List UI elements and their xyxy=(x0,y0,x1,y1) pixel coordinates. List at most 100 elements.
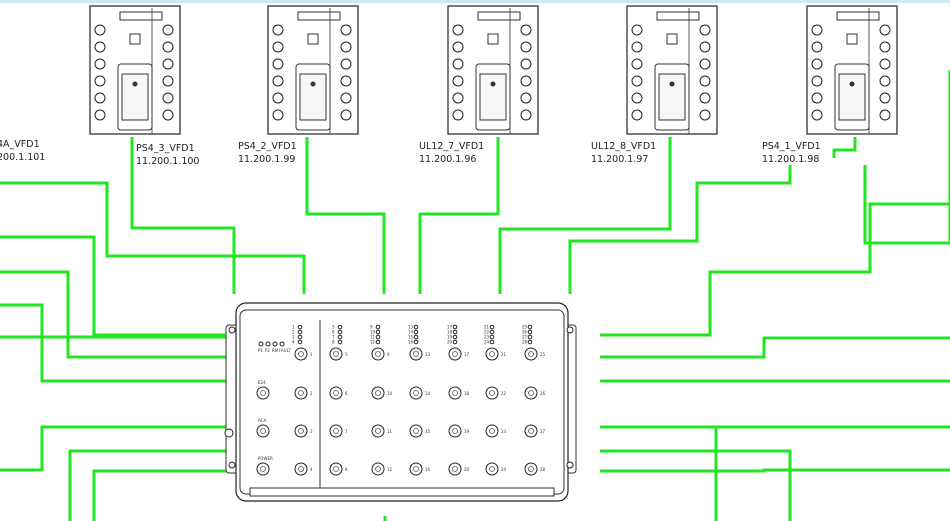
switch-port[interactable] xyxy=(485,424,499,438)
device-label-0[interactable]: 4A_VFD1 200.1.101 xyxy=(0,138,45,164)
vfd-port[interactable] xyxy=(452,75,464,87)
vfd-port[interactable] xyxy=(879,109,891,121)
vfd-port[interactable] xyxy=(811,75,823,87)
switch-side-port[interactable] xyxy=(256,386,270,400)
vfd-port[interactable] xyxy=(631,92,643,104)
vfd-port[interactable] xyxy=(452,109,464,121)
vfd-port[interactable] xyxy=(631,58,643,70)
vfd-port[interactable] xyxy=(340,58,352,70)
vfd-port[interactable] xyxy=(340,41,352,53)
switch-port[interactable] xyxy=(409,462,423,476)
vfd-port[interactable] xyxy=(520,75,532,87)
vfd-port[interactable] xyxy=(452,58,464,70)
switch-port[interactable] xyxy=(524,347,538,361)
vfd-port[interactable] xyxy=(879,24,891,36)
vfd-port[interactable] xyxy=(272,41,284,53)
device-label-ps4-1[interactable]: PS4_1_VFD1 11.200.1.98 xyxy=(762,140,821,166)
switch-port[interactable] xyxy=(448,347,462,361)
vfd-port[interactable] xyxy=(162,75,174,87)
vfd-port[interactable] xyxy=(520,24,532,36)
switch-port[interactable] xyxy=(485,462,499,476)
vfd-port[interactable] xyxy=(631,109,643,121)
vfd-port[interactable] xyxy=(94,24,106,36)
vfd-port[interactable] xyxy=(879,58,891,70)
vfd-port[interactable] xyxy=(162,92,174,104)
switch-port[interactable] xyxy=(371,462,385,476)
vfd-port[interactable] xyxy=(272,58,284,70)
vfd-port[interactable] xyxy=(520,58,532,70)
switch-side-port[interactable] xyxy=(256,424,270,438)
switch-port[interactable] xyxy=(329,462,343,476)
switch-port[interactable] xyxy=(448,462,462,476)
switch-port[interactable] xyxy=(329,347,343,361)
vfd-device[interactable] xyxy=(806,5,898,135)
network-switch[interactable]: 1234567891011121314151617181920212223242… xyxy=(224,302,577,502)
switch-port[interactable] xyxy=(524,462,538,476)
vfd-port[interactable] xyxy=(631,75,643,87)
vfd-port[interactable] xyxy=(94,58,106,70)
switch-port[interactable] xyxy=(409,347,423,361)
vfd-port[interactable] xyxy=(699,92,711,104)
device-label-ps4-2[interactable]: PS4_2_VFD1 11.200.1.99 xyxy=(238,140,297,166)
vfd-port[interactable] xyxy=(162,109,174,121)
vfd-port[interactable] xyxy=(94,92,106,104)
vfd-port[interactable] xyxy=(811,92,823,104)
vfd-port[interactable] xyxy=(162,24,174,36)
vfd-port[interactable] xyxy=(879,41,891,53)
switch-port[interactable] xyxy=(371,347,385,361)
vfd-port[interactable] xyxy=(340,24,352,36)
vfd-port[interactable] xyxy=(879,92,891,104)
vfd-port[interactable] xyxy=(452,24,464,36)
vfd-device[interactable] xyxy=(89,5,181,135)
vfd-port[interactable] xyxy=(272,75,284,87)
vfd-port[interactable] xyxy=(520,92,532,104)
switch-port[interactable] xyxy=(524,424,538,438)
device-label-ps4-3[interactable]: PS4_3_VFD1 11.200.1.100 xyxy=(136,142,199,168)
vfd-port[interactable] xyxy=(452,92,464,104)
vfd-port[interactable] xyxy=(879,75,891,87)
switch-port[interactable] xyxy=(294,462,308,476)
switch-side-port[interactable] xyxy=(256,462,270,476)
switch-port[interactable] xyxy=(294,386,308,400)
vfd-port[interactable] xyxy=(811,24,823,36)
vfd-port[interactable] xyxy=(699,41,711,53)
switch-port[interactable] xyxy=(485,347,499,361)
vfd-port[interactable] xyxy=(699,24,711,36)
vfd-port[interactable] xyxy=(272,92,284,104)
vfd-port[interactable] xyxy=(811,109,823,121)
switch-port[interactable] xyxy=(329,424,343,438)
vfd-device[interactable] xyxy=(267,5,359,135)
vfd-port[interactable] xyxy=(631,41,643,53)
vfd-port[interactable] xyxy=(162,58,174,70)
vfd-port[interactable] xyxy=(699,75,711,87)
switch-port[interactable] xyxy=(371,424,385,438)
vfd-device[interactable] xyxy=(447,5,539,135)
device-label-ul12-8[interactable]: UL12_8_VFD1 11.200.1.97 xyxy=(591,140,656,166)
vfd-port[interactable] xyxy=(162,41,174,53)
switch-port[interactable] xyxy=(448,386,462,400)
switch-port[interactable] xyxy=(485,386,499,400)
vfd-port[interactable] xyxy=(631,24,643,36)
vfd-port[interactable] xyxy=(272,109,284,121)
vfd-port[interactable] xyxy=(520,41,532,53)
vfd-port[interactable] xyxy=(520,109,532,121)
vfd-port[interactable] xyxy=(811,41,823,53)
vfd-port[interactable] xyxy=(340,92,352,104)
vfd-device[interactable] xyxy=(626,5,718,135)
switch-port[interactable] xyxy=(524,386,538,400)
switch-port[interactable] xyxy=(371,386,385,400)
vfd-port[interactable] xyxy=(811,58,823,70)
switch-port[interactable] xyxy=(294,347,308,361)
vfd-port[interactable] xyxy=(94,75,106,87)
vfd-port[interactable] xyxy=(94,41,106,53)
vfd-port[interactable] xyxy=(94,109,106,121)
switch-port[interactable] xyxy=(409,386,423,400)
switch-port[interactable] xyxy=(294,424,308,438)
switch-port[interactable] xyxy=(329,386,343,400)
switch-port[interactable] xyxy=(448,424,462,438)
vfd-port[interactable] xyxy=(340,109,352,121)
switch-port[interactable] xyxy=(409,424,423,438)
vfd-port[interactable] xyxy=(272,24,284,36)
device-label-ul12-7[interactable]: UL12_7_VFD1 11.200.1.96 xyxy=(419,140,484,166)
